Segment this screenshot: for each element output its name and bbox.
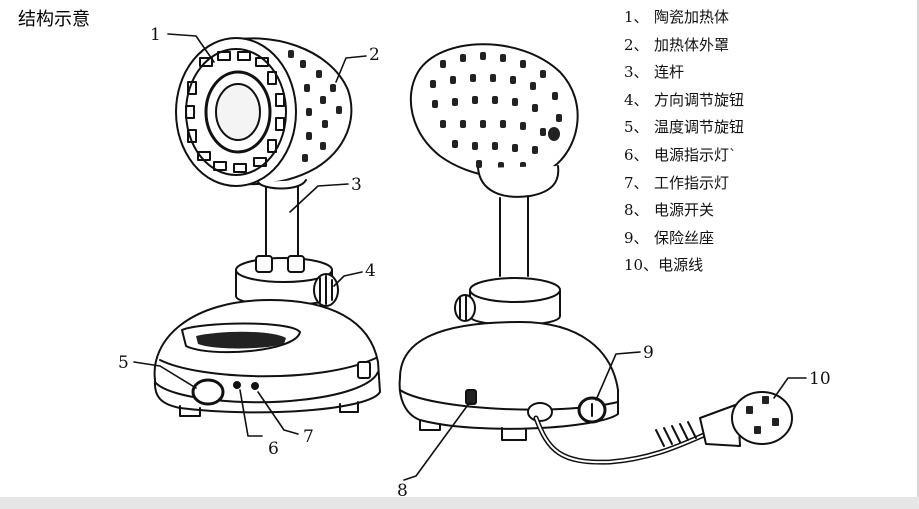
left-heater-unit [153, 37, 381, 417]
callout-4: 4 [365, 261, 376, 281]
callout-1: 1 [150, 25, 161, 45]
right-border [917, 0, 919, 509]
diagram-title: 结构示意 [18, 9, 90, 30]
heater-head-right [409, 43, 579, 179]
bottom-bar [0, 497, 919, 509]
legend-item: 3、连杆 [624, 63, 685, 82]
legend-item: 9、保险丝座 [624, 228, 715, 247]
legend-item: 1、陶瓷加热体 [624, 8, 730, 26]
callout-7: 7 [303, 427, 314, 447]
temperature-knob [191, 378, 225, 406]
legend-item: 5、温度调节旋钮 [624, 118, 745, 137]
legend-item: 7、工作指示灯 [624, 173, 730, 192]
leader-lines [133, 33, 807, 481]
cover-holes-left [288, 50, 342, 162]
legend-item: 8、电源开关 [624, 201, 715, 220]
parts-legend: 1、陶瓷加热体 2、加热体外罩 3、连杆 4、方向调节旋钮 5、温度调节旋钮 6… [624, 4, 744, 280]
callout-5: 5 [118, 353, 129, 373]
callout-6: 6 [268, 439, 279, 459]
legend-item: 2、加热体外罩 [624, 35, 730, 54]
ceramic-ring-pattern [185, 51, 285, 173]
legend-item: 6、电源指示灯` [624, 145, 737, 164]
callout-9: 9 [643, 343, 654, 363]
callout-2: 2 [369, 45, 380, 65]
callout-8: 8 [397, 481, 408, 501]
cover-holes-right [430, 52, 562, 170]
callout-3: 3 [351, 175, 362, 195]
legend-item: 10、电源线 [624, 256, 704, 275]
power-plug [731, 391, 793, 445]
callout-10: 10 [809, 369, 831, 389]
legend-item: 4、方向调节旋钮 [624, 90, 745, 109]
right-heater-unit [398, 43, 793, 465]
